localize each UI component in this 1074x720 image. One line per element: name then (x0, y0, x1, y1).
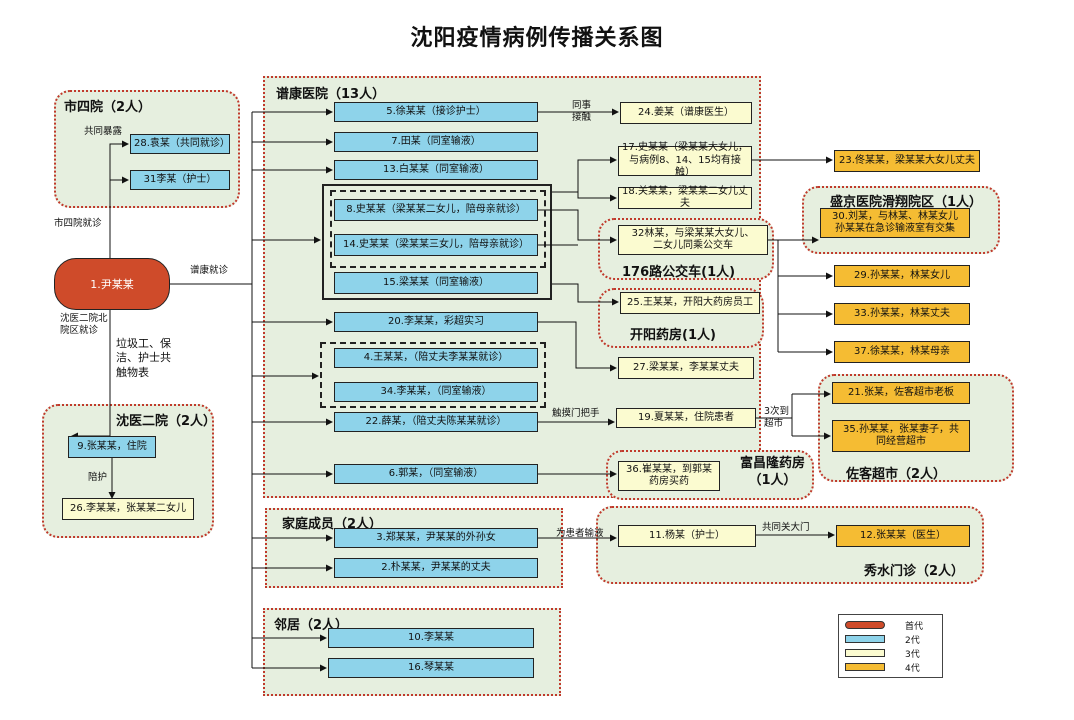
group-label-kaiyang: 开阳药房(1人) (630, 328, 716, 343)
edge-label-gongtong: 共同暴露 (84, 126, 123, 137)
node-case-20: 20.李某某，彩超实习 (334, 312, 538, 332)
group-label-zuoke: 佐客超市（2人） (846, 467, 947, 482)
node-case-35: 35.孙某某，张某妻子，共 同经营超市 (832, 420, 970, 452)
edge-label-shenyi-jiuzhen: 沈医二院北 院区就诊 (60, 313, 108, 337)
legend-label-gen1: 首代 (905, 621, 924, 632)
legend-swatch-gen3 (845, 649, 885, 657)
legend-swatch-gen2 (845, 635, 885, 643)
legend-swatch-gen4 (845, 663, 885, 671)
node-case-30: 30.刘某，与林某、林某女儿 孙某某在急诊输液室有交集 (820, 208, 970, 238)
edge-label-peihu: 陪护 (88, 472, 108, 483)
legend-row-gen3: 3代 (845, 648, 920, 660)
edge-label-shisi-jiuzhen: 市四院就诊 (54, 218, 102, 229)
node-case-1: 1.尹某某 (54, 258, 170, 310)
node-case-27: 27.梁某某，李某某丈夫 (618, 357, 754, 379)
node-case-32: 32林某，与梁某某大女儿、 二女儿同乘公交车 (618, 225, 768, 255)
node-case-3: 3.郑某某，尹某某的外孙女 (334, 528, 538, 548)
node-case-13: 13.白某某（同室输液） (334, 160, 538, 180)
edge-label-pukang-jiuzhen: 谱康就诊 (190, 265, 229, 276)
legend-swatch-gen1 (845, 621, 885, 629)
cluster-liang-family-box (322, 184, 552, 300)
node-case-22: 22.薛某，（陪丈夫陈某某就诊） (334, 412, 538, 432)
node-case-15: 15.梁某某（同室输液） (334, 272, 538, 294)
edge-label-gongtong-damen: 共同关大门 (762, 522, 810, 533)
legend-row-gen1: 首代 (845, 620, 924, 632)
group-label-fuchanglong: 富昌隆药房 （1人） (740, 456, 806, 488)
group-label-xiushui: 秀水门诊（2人） (864, 564, 965, 579)
node-case-18: 18.关某某，梁某某二女儿丈夫 (618, 186, 752, 209)
legend-row-gen2: 2代 (845, 634, 920, 646)
legend-row-gen4: 4代 (845, 662, 920, 674)
edge-label-sanci: 3次到 超市 (764, 406, 790, 430)
node-case-16: 16.琴某某 (328, 658, 534, 678)
edge-label-laji: 垃圾工、保 洁、护士共 触物表 (116, 337, 171, 379)
node-case-11: 11.杨某（护士） (618, 525, 756, 547)
cluster-shi-sisters (330, 190, 546, 268)
node-case-8: 8.史某某（梁某某二女儿，陪母亲就诊） (334, 199, 538, 221)
node-case-6: 6.郭某，（同室输液） (334, 464, 538, 484)
group-neighbor (263, 608, 561, 696)
node-case-21: 21.张某，佐客超市老板 (832, 382, 970, 404)
node-case-17: 17.史某某（梁某某大女儿， 与病例8、14、15均有接触） (618, 142, 752, 178)
node-case-33: 33.孙某某，林某丈夫 (834, 303, 970, 325)
group-label-shengjing: 盛京医院滑翔院区（1人） (830, 195, 983, 210)
cluster-wang-li (320, 342, 546, 408)
edge-label-weihuanzhe: 为患者输液 (556, 528, 604, 539)
node-case-9: 9.张某某，住院 (68, 436, 156, 458)
node-case-2: 2.朴某某，尹某某的丈夫 (334, 558, 538, 578)
node-case-23: 23.佟某某，梁某某大女儿丈夫 (834, 150, 980, 172)
node-case-28: 28.袁某（共同就诊） (130, 134, 230, 154)
node-case-31: 31李某（护士） (130, 170, 230, 190)
legend-label-gen4: 4代 (905, 663, 920, 674)
node-case-19: 19.夏某某，住院患者 (616, 408, 756, 428)
group-label-bus176: 176路公交车(1人) (622, 265, 736, 280)
legend-label-gen3: 3代 (905, 649, 920, 660)
node-case-7: 7.田某（同室输液） (334, 132, 538, 152)
node-case-24: 24.姜某（谱康医生） (620, 102, 752, 124)
edge-label-chumo: 触摸门把手 (552, 408, 600, 419)
node-case-4: 4.王某某，（陪丈夫李某某就诊） (334, 348, 538, 368)
group-label-pukang: 谱康医院（13人） (276, 87, 386, 102)
diagram-title: 沈阳疫情病例传播关系图 (410, 26, 664, 51)
group-label-shenyi: 沈医二院（2人） (116, 414, 217, 429)
node-case-29: 29.孙某某，林某女儿 (834, 265, 970, 287)
node-case-34: 34.李某某，（同室输液） (334, 382, 538, 402)
node-case-37: 37.徐某某，林某母亲 (834, 341, 970, 363)
legend-label-gen2: 2代 (905, 635, 920, 646)
node-case-36: 36.崔某某，到郭某 药房买药 (618, 461, 720, 491)
edge-label-tongshi: 同事 接触 (572, 100, 592, 124)
node-case-26: 26.李某某，张某某二女儿 (62, 498, 194, 520)
node-case-12: 12.张某某（医生） (836, 525, 970, 547)
legend: 首代 2代 3代 4代 (838, 614, 943, 678)
node-case-25: 25.王某某，开阳大药房员工 (620, 292, 760, 314)
node-case-10: 10.李某某 (328, 628, 534, 648)
node-case-14: 14.史某某（梁某某三女儿，陪母亲就诊） (334, 234, 538, 256)
group-label-shisi: 市四院（2人） (64, 100, 152, 115)
node-case-5: 5.徐某某（接诊护士） (334, 102, 538, 122)
